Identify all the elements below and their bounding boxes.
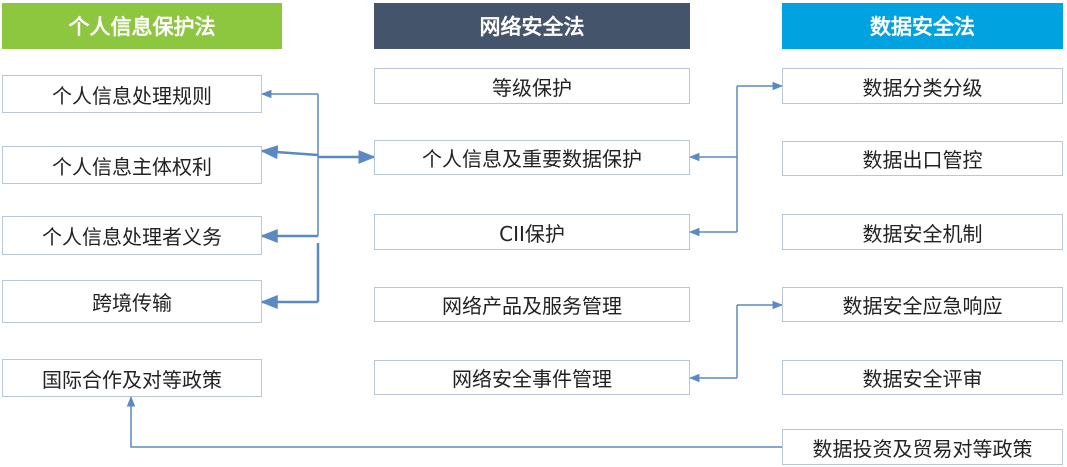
- pipl-item-label: 个人信息处理规则: [52, 83, 212, 108]
- csl-item-label: 等级保护: [492, 75, 572, 100]
- pipl-item-processing-rules: 个人信息处理规则: [2, 75, 262, 113]
- dsl-item-export-control: 数据出口管控: [782, 141, 1063, 176]
- arrow-to-pipl-rights: [260, 145, 319, 160]
- pipl-item-cross-border: 跨境传输: [2, 280, 262, 323]
- header-dsl: 数据安全法: [782, 3, 1063, 49]
- dsl-item-label: 数据投资及贸易对等政策: [812, 436, 1033, 461]
- pipl-item-label: 个人信息处理者义务: [42, 225, 222, 249]
- pipl-item-label: 个人信息主体权利: [52, 154, 212, 179]
- arrow-to-pipl-international: [126, 395, 782, 448]
- csl-item-label: 网络产品及服务管理: [442, 294, 622, 318]
- header-dsl-title: 数据安全法: [870, 15, 975, 39]
- dsl-item-label: 数据安全应急响应: [842, 294, 1003, 318]
- dsl-item-label: 数据出口管控: [862, 148, 983, 172]
- pipl-item-international-policy: 国际合作及对等政策: [2, 359, 262, 397]
- csl-item-label: CII保护: [499, 221, 565, 246]
- csl-item-graded-protection: 等级保护: [374, 68, 690, 104]
- csl-item-personal-important-data: 个人信息及重要数据保护: [374, 140, 690, 175]
- header-pipl-title: 个人信息保护法: [68, 15, 216, 39]
- csl-item-label: 个人信息及重要数据保护: [422, 147, 642, 171]
- pipl-item-processor-duties: 个人信息处理者义务: [2, 216, 262, 255]
- dsl-item-label: 数据安全评审: [862, 367, 983, 391]
- csl-item-incident-mgmt: 网络安全事件管理: [374, 360, 690, 395]
- csl-item-label: 网络安全事件管理: [452, 367, 612, 391]
- csl-item-cii-protection: CII保护: [374, 214, 690, 250]
- dsl-item-label: 数据分类分级: [862, 75, 983, 100]
- dsl-item-classification: 数据分类分级: [782, 68, 1063, 104]
- pipl-item-label: 跨境传输: [92, 291, 172, 315]
- header-csl-title: 网络安全法: [479, 15, 585, 39]
- dsl-item-security-mechanism: 数据安全机制: [782, 214, 1063, 250]
- dsl-item-investment-trade-policy: 数据投资及贸易对等政策: [782, 429, 1063, 465]
- dsl-item-security-review: 数据安全评审: [782, 360, 1063, 395]
- dsl-item-emergency-response: 数据安全应急响应: [782, 287, 1063, 322]
- pipl-item-subject-rights: 个人信息主体权利: [2, 146, 262, 184]
- pipl-item-label: 国际合作及对等政策: [42, 367, 222, 392]
- dsl-item-label: 数据安全机制: [862, 221, 983, 246]
- header-pipl: 个人信息保护法: [2, 3, 282, 49]
- header-csl: 网络安全法: [374, 3, 690, 49]
- csl-item-product-service-mgmt: 网络产品及服务管理: [374, 287, 690, 322]
